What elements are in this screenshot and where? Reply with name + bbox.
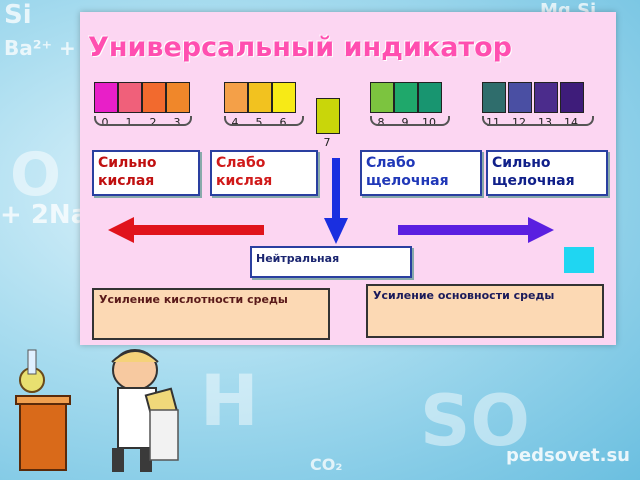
ph-swatch-6 bbox=[272, 82, 296, 113]
acid-arrow bbox=[108, 217, 264, 243]
watermark: pedsovet.su bbox=[506, 445, 630, 466]
ph-swatch-1 bbox=[118, 82, 142, 113]
brace-strong-base bbox=[482, 116, 594, 126]
neutral-text: Нейтральная bbox=[256, 252, 340, 265]
strong-base-label: Сильно щелочная bbox=[486, 150, 608, 196]
ph-swatch-11 bbox=[482, 82, 506, 113]
slide-title: Универсальный индикатор bbox=[88, 32, 512, 63]
ph-swatch-2 bbox=[142, 82, 166, 113]
ph-swatch-8 bbox=[370, 82, 394, 113]
ph-number-5: 5 bbox=[255, 116, 263, 129]
weak-acid-label: Слабо кислая bbox=[210, 150, 318, 196]
acid-increase-text: Усиление кислотности среды bbox=[99, 293, 288, 306]
brace-weak-base bbox=[370, 116, 450, 126]
brace-strong-acid bbox=[94, 116, 192, 126]
ph-swatch-12 bbox=[508, 82, 532, 113]
ph-number-1: 1 bbox=[125, 116, 133, 129]
strong-acid-label: Сильно кислая bbox=[92, 150, 200, 196]
background-formula: Si bbox=[4, 0, 32, 30]
base-increase-text: Усиление основности среды bbox=[373, 289, 555, 302]
ph-swatch-5 bbox=[248, 82, 272, 113]
acid-increase-box: Усиление кислотности среды bbox=[92, 288, 330, 340]
neutral-color-square bbox=[564, 247, 594, 273]
ph-number-6: 6 bbox=[279, 116, 287, 129]
base-arrow bbox=[398, 217, 554, 243]
scientist-illustration bbox=[15, 349, 179, 472]
background-formula: CO₂ bbox=[310, 455, 343, 474]
ph-number-0: 0 bbox=[101, 116, 109, 129]
strong-acid-text: Сильно кислая bbox=[98, 155, 157, 189]
ph-number-2: 2 bbox=[149, 116, 157, 129]
ph-swatch-14 bbox=[560, 82, 584, 113]
ph-number-7: 7 bbox=[323, 136, 331, 149]
neutral-label: Нейтральная bbox=[250, 246, 412, 278]
weak-base-label: Слабо щелочная bbox=[360, 150, 482, 196]
ph-swatch-3 bbox=[166, 82, 190, 113]
ph-number-9: 9 bbox=[401, 116, 409, 129]
ph-swatch-4 bbox=[224, 82, 248, 113]
background-formula: H bbox=[200, 360, 259, 442]
ph-swatch-10 bbox=[418, 82, 442, 113]
strong-base-text: Сильно щелочная bbox=[492, 155, 575, 189]
base-increase-box: Усиление основности среды bbox=[366, 284, 604, 338]
brace-weak-acid bbox=[224, 116, 304, 126]
ph-swatch-13 bbox=[534, 82, 558, 113]
weak-base-text: Слабо щелочная bbox=[366, 155, 449, 189]
ph-swatch-9 bbox=[394, 82, 418, 113]
ph-number-3: 3 bbox=[173, 116, 181, 129]
ph-swatch-0 bbox=[94, 82, 118, 113]
ph-number-8: 8 bbox=[377, 116, 385, 129]
background-formula: O bbox=[10, 140, 62, 210]
ph-swatch-7 bbox=[316, 98, 340, 134]
background-formula: + 2Na bbox=[0, 200, 89, 230]
background-formula: SO bbox=[420, 380, 530, 462]
weak-acid-text: Слабо кислая bbox=[216, 155, 273, 189]
neutral-down-arrow bbox=[324, 158, 348, 244]
ph-number-4: 4 bbox=[231, 116, 239, 129]
